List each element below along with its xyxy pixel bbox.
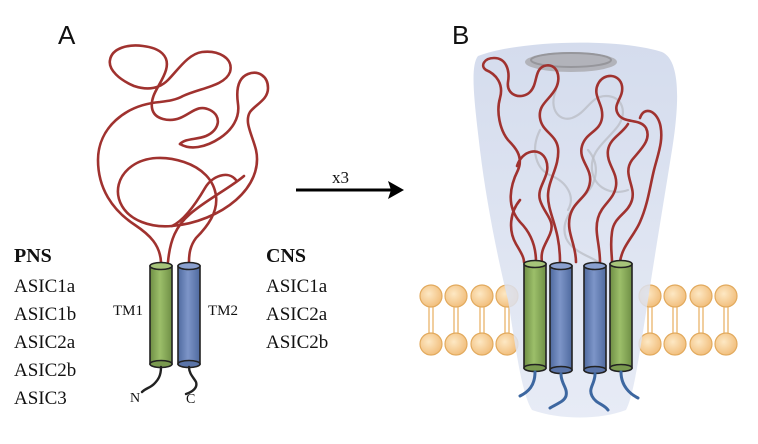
c-terminus-tail [184,365,198,396]
tm1-helix [149,261,173,369]
lipid-bilayer-left [419,284,519,356]
tm-helix-blue-left [549,261,573,375]
n-terminus-label: N [130,391,140,406]
cns-item: ASIC2b [266,332,328,353]
pns-item: ASIC2a [14,332,76,353]
intracellular-tails [518,370,640,412]
trimerization-arrow: x3 [296,168,404,199]
cns-item: ASIC2a [266,304,328,325]
tm2-helix [177,261,201,369]
tm2-label: TM2 [208,303,238,319]
pns-item: ASIC2b [14,360,76,381]
channel-envelope [473,42,678,418]
c-terminus-label: C [186,392,195,407]
pns-list: PNS ASIC1a ASIC1b ASIC2a ASIC2b ASIC3 [14,245,76,409]
arrow-multiplier-label: x3 [332,168,349,187]
extracellular-loops-b [481,56,663,264]
pns-item: ASIC3 [14,388,67,409]
tm-helix-green-left [523,259,547,373]
trimer-tm-helices [523,259,633,375]
tm1-label: TM1 [113,303,143,319]
cns-item: ASIC1a [266,276,328,297]
extracellular-loop-a [96,44,270,264]
pns-item: ASIC1b [14,304,76,325]
tm-helix-green-right [609,259,633,373]
cns-heading: CNS [266,245,306,267]
n-terminus-tail [140,365,163,394]
panel-b-label: B [452,20,469,50]
cns-list: CNS ASIC1a ASIC2a ASIC2b [266,245,328,353]
pore-disc [525,52,617,72]
pns-heading: PNS [14,245,52,267]
lipid-bilayer-right [638,284,738,356]
panel-a-label: A [58,20,76,50]
tm-helix-blue-right [583,261,607,375]
pns-item: ASIC1a [14,276,76,297]
